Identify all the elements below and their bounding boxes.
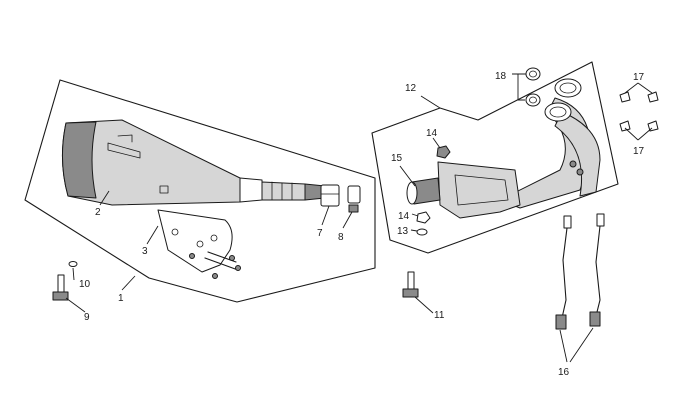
- callout-14-top: 14: [426, 128, 438, 139]
- group-12-boundary: [371, 61, 619, 254]
- nut-14-top: [436, 145, 451, 159]
- callout-3: 3: [142, 246, 148, 257]
- callout-11: 11: [434, 310, 445, 321]
- callout-18: 18: [495, 71, 507, 82]
- callout-2: 2: [95, 207, 101, 218]
- callout-8: 8: [338, 232, 344, 243]
- o2-sensors-16: [555, 213, 605, 330]
- callout-14-bottom: 14: [398, 211, 410, 222]
- washer-10: [68, 261, 78, 267]
- callout-15: 15: [391, 153, 403, 164]
- callout-16: 16: [558, 367, 570, 378]
- callout-17-bottom: 17: [633, 146, 645, 157]
- bolt-11: [402, 271, 419, 298]
- callout-13: 13: [397, 226, 409, 237]
- callout-9: 9: [84, 312, 90, 323]
- gaskets-18: [525, 67, 541, 107]
- callout-1: 1: [118, 293, 124, 304]
- gasket-8: [347, 185, 361, 213]
- studs-17-bottom: [619, 120, 659, 132]
- bolt-9: [52, 274, 69, 301]
- header-pipe: [406, 78, 601, 219]
- heat-shield-3: [157, 209, 241, 279]
- group-1-boundary: [24, 79, 376, 303]
- callout-10: 10: [79, 279, 91, 290]
- studs-17-top: [619, 91, 659, 103]
- callout-7: 7: [317, 228, 323, 239]
- callout-12: 12: [405, 83, 417, 94]
- callout-17-top: 17: [633, 72, 645, 83]
- clamp-7: [320, 184, 340, 207]
- washer-13: [416, 228, 428, 236]
- muffler: [61, 119, 326, 206]
- nut-14-bottom: [416, 211, 431, 224]
